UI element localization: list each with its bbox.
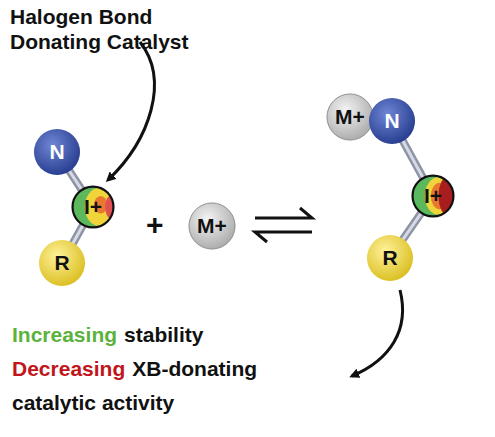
atom-circle: I+ — [411, 174, 455, 218]
atom-label: I+ — [71, 185, 115, 229]
bond-stick — [72, 223, 85, 246]
equilibrium-arrow — [255, 232, 312, 242]
atom-label: R — [366, 234, 414, 282]
title: Halogen Bond Donating Catalyst — [10, 4, 225, 54]
bond-stick — [401, 211, 422, 242]
atom-label: M+ — [188, 202, 236, 250]
label-text: stability — [124, 323, 203, 346]
bond-stick — [402, 139, 425, 181]
atom-label: N — [33, 128, 81, 176]
atom-label: I+ — [411, 174, 455, 218]
atom-circle: R — [38, 239, 86, 287]
bond-stick — [68, 169, 83, 192]
atom-circle: R — [366, 234, 414, 282]
atom-label: M+ — [326, 93, 374, 141]
atom-circle: N — [368, 97, 416, 145]
atom-circle: M+ — [326, 93, 374, 141]
text-line: DecreasingXB-donating catalytic activity — [12, 352, 342, 420]
atom-circle: I+ — [71, 185, 115, 229]
label-text: + — [146, 208, 164, 241]
plus-sign: + — [146, 208, 164, 242]
label-text: Decreasing — [12, 357, 125, 380]
atom-circle: N — [33, 128, 81, 176]
label-text: Increasing — [12, 323, 117, 346]
caption-text: Increasing stabilityDecreasingXB-donating… — [12, 318, 342, 420]
pointer-arrow — [108, 42, 154, 180]
atom-circle: M+ — [188, 202, 236, 250]
equilibrium-arrow — [255, 208, 312, 218]
atom-label: R — [38, 239, 86, 287]
atom-label: N — [368, 97, 416, 145]
text-line: Increasing stability — [12, 318, 342, 352]
pointer-arrow — [352, 290, 403, 376]
title-text: Halogen Bond Donating Catalyst — [10, 5, 189, 53]
